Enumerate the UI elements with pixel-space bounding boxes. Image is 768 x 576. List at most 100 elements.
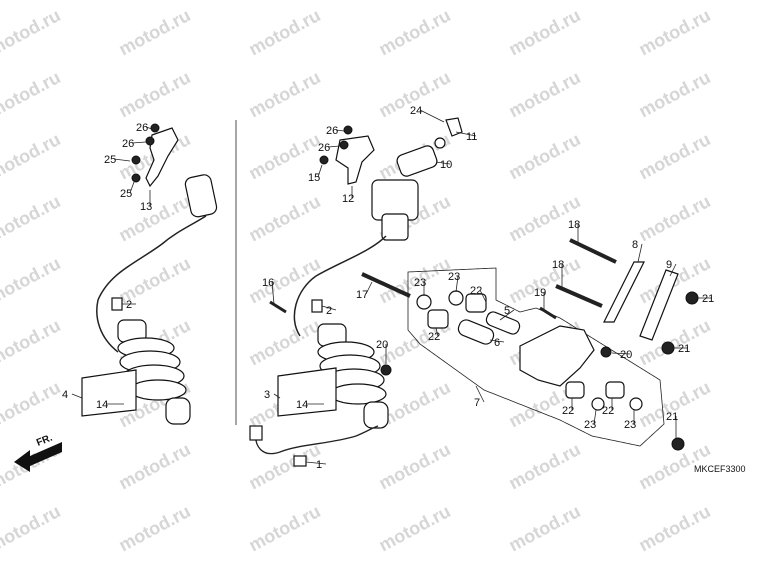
- callout-c_21c: 21: [666, 411, 678, 423]
- callout-c_13: 13: [140, 201, 152, 213]
- callout-c_26a: 26: [136, 122, 148, 134]
- callout-c_5: 5: [504, 305, 510, 317]
- nut-21-b: [661, 341, 675, 355]
- callout-c_12: 12: [342, 193, 354, 205]
- callout-c_3: 3: [264, 389, 270, 401]
- leader-c_6: [489, 339, 505, 343]
- watermark-text-37: motod.ru: [245, 191, 323, 245]
- callout-c_18b: 18: [552, 259, 564, 271]
- watermark-text-65: motod.ru: [245, 439, 323, 493]
- watermark-text-71: motod.ru: [115, 501, 193, 555]
- watermark-text-46: motod.ru: [505, 253, 583, 307]
- watermark-text-23: motod.ru: [245, 67, 323, 121]
- watermark-text-66: motod.ru: [375, 439, 453, 493]
- callout-c_19: 19: [534, 287, 546, 299]
- callout-c_26b: 26: [122, 138, 134, 150]
- leader-c_9: [669, 263, 677, 277]
- leader-lines: [71, 109, 712, 465]
- watermark-text-40: motod.ru: [635, 191, 713, 245]
- bolt-25-left-top: [131, 155, 141, 165]
- reservoir-left: [184, 174, 218, 218]
- watermark-text-35: motod.ru: [0, 191, 64, 245]
- callout-c_1: 1: [316, 459, 322, 471]
- callout-c_2b: 2: [326, 305, 332, 317]
- watermark-text-42: motod.ru: [0, 253, 64, 307]
- watermark-text-33: motod.ru: [635, 129, 713, 183]
- nut-20-link: [600, 346, 612, 358]
- bushing-22-c: [565, 381, 585, 399]
- bushing-22-d: [605, 381, 625, 399]
- link-assembly: [407, 238, 699, 451]
- leader-c_26c: [335, 129, 345, 132]
- watermark-text-67: motod.ru: [505, 439, 583, 493]
- callout-c_20b: 20: [620, 349, 632, 361]
- clip-24-shape: [445, 117, 463, 137]
- bolt-17: [361, 272, 411, 298]
- rod-9: [639, 269, 679, 341]
- callout-c_10: 10: [440, 159, 452, 171]
- leader-c_25a: [113, 158, 131, 162]
- leader-c_23c: [593, 409, 597, 425]
- nut-21-c: [671, 437, 685, 451]
- watermark-text-44: motod.ru: [245, 253, 323, 307]
- nut-20-shock: [380, 364, 392, 376]
- watermark-text-61: motod.ru: [635, 377, 713, 431]
- watermark-text-28: motod.ru: [0, 129, 64, 183]
- watermark-text-75: motod.ru: [635, 501, 713, 555]
- leader-c_11: [455, 131, 477, 137]
- callout-c_6: 6: [494, 337, 500, 349]
- callout-c_23b: 23: [448, 271, 460, 283]
- callout-c_22a: 22: [470, 285, 482, 297]
- callout-c_11: 11: [466, 131, 477, 143]
- watermark-text-26: motod.ru: [635, 67, 713, 121]
- seal-23-a: [416, 294, 432, 310]
- bolt-18-a: [569, 238, 617, 264]
- nut-21-a: [685, 291, 699, 305]
- leader-c_25b: [129, 181, 135, 194]
- leader-c_15: [317, 164, 323, 178]
- callout-c_26c: 26: [326, 125, 338, 137]
- callout-c_18a: 18: [568, 219, 580, 231]
- leader-c_10: [435, 161, 451, 165]
- leader-c_2b: [321, 305, 337, 311]
- bushing-22-a: [427, 309, 449, 329]
- callout-c_22b: 22: [428, 331, 440, 343]
- watermark-text-64: motod.ru: [115, 439, 193, 493]
- rod-8: [603, 261, 645, 323]
- callout-numbers: 2626252513241426261512241110162172031412…: [62, 105, 714, 471]
- callout-c_2a: 2: [126, 299, 132, 311]
- clip-2-left: [111, 297, 123, 311]
- callout-c_26d: 26: [318, 142, 330, 154]
- clip-1: [293, 455, 307, 467]
- callout-c_23d: 23: [624, 419, 636, 431]
- leader-c_3: [273, 393, 281, 399]
- leader-c_24: [419, 109, 445, 123]
- callout-c_22c: 22: [562, 405, 574, 417]
- leader-c_26a: [145, 126, 153, 130]
- leader-c_16: [271, 281, 275, 305]
- bolt-26-left-second: [145, 136, 155, 146]
- connector-1: [249, 425, 263, 441]
- callout-c_17: 17: [356, 289, 368, 301]
- watermark-text-32: motod.ru: [505, 129, 583, 183]
- callout-c_15: 15: [308, 172, 320, 184]
- leader-c_22b: [435, 327, 439, 337]
- watermark-text-70: motod.ru: [0, 501, 64, 555]
- seal-23-b: [448, 290, 464, 306]
- bolt-26-right-top: [343, 125, 353, 135]
- callout-c_24: 24: [410, 105, 422, 117]
- callout-c_25b: 25: [120, 188, 132, 200]
- bolt-25-left-bottom: [131, 173, 141, 183]
- hose-left: [96, 215, 207, 353]
- adjuster-10: [371, 145, 438, 241]
- callout-c_14a: 14: [96, 399, 108, 411]
- watermark-text-49: motod.ru: [0, 315, 64, 369]
- leader-c_22a: [479, 289, 487, 303]
- oring-11: [434, 137, 446, 149]
- callout-c_14b: 14: [296, 399, 308, 411]
- callout-c_21b: 21: [678, 343, 690, 355]
- bolt-18-b: [555, 284, 603, 308]
- watermark-text-17: motod.ru: [375, 5, 453, 59]
- bolt-16: [269, 300, 287, 314]
